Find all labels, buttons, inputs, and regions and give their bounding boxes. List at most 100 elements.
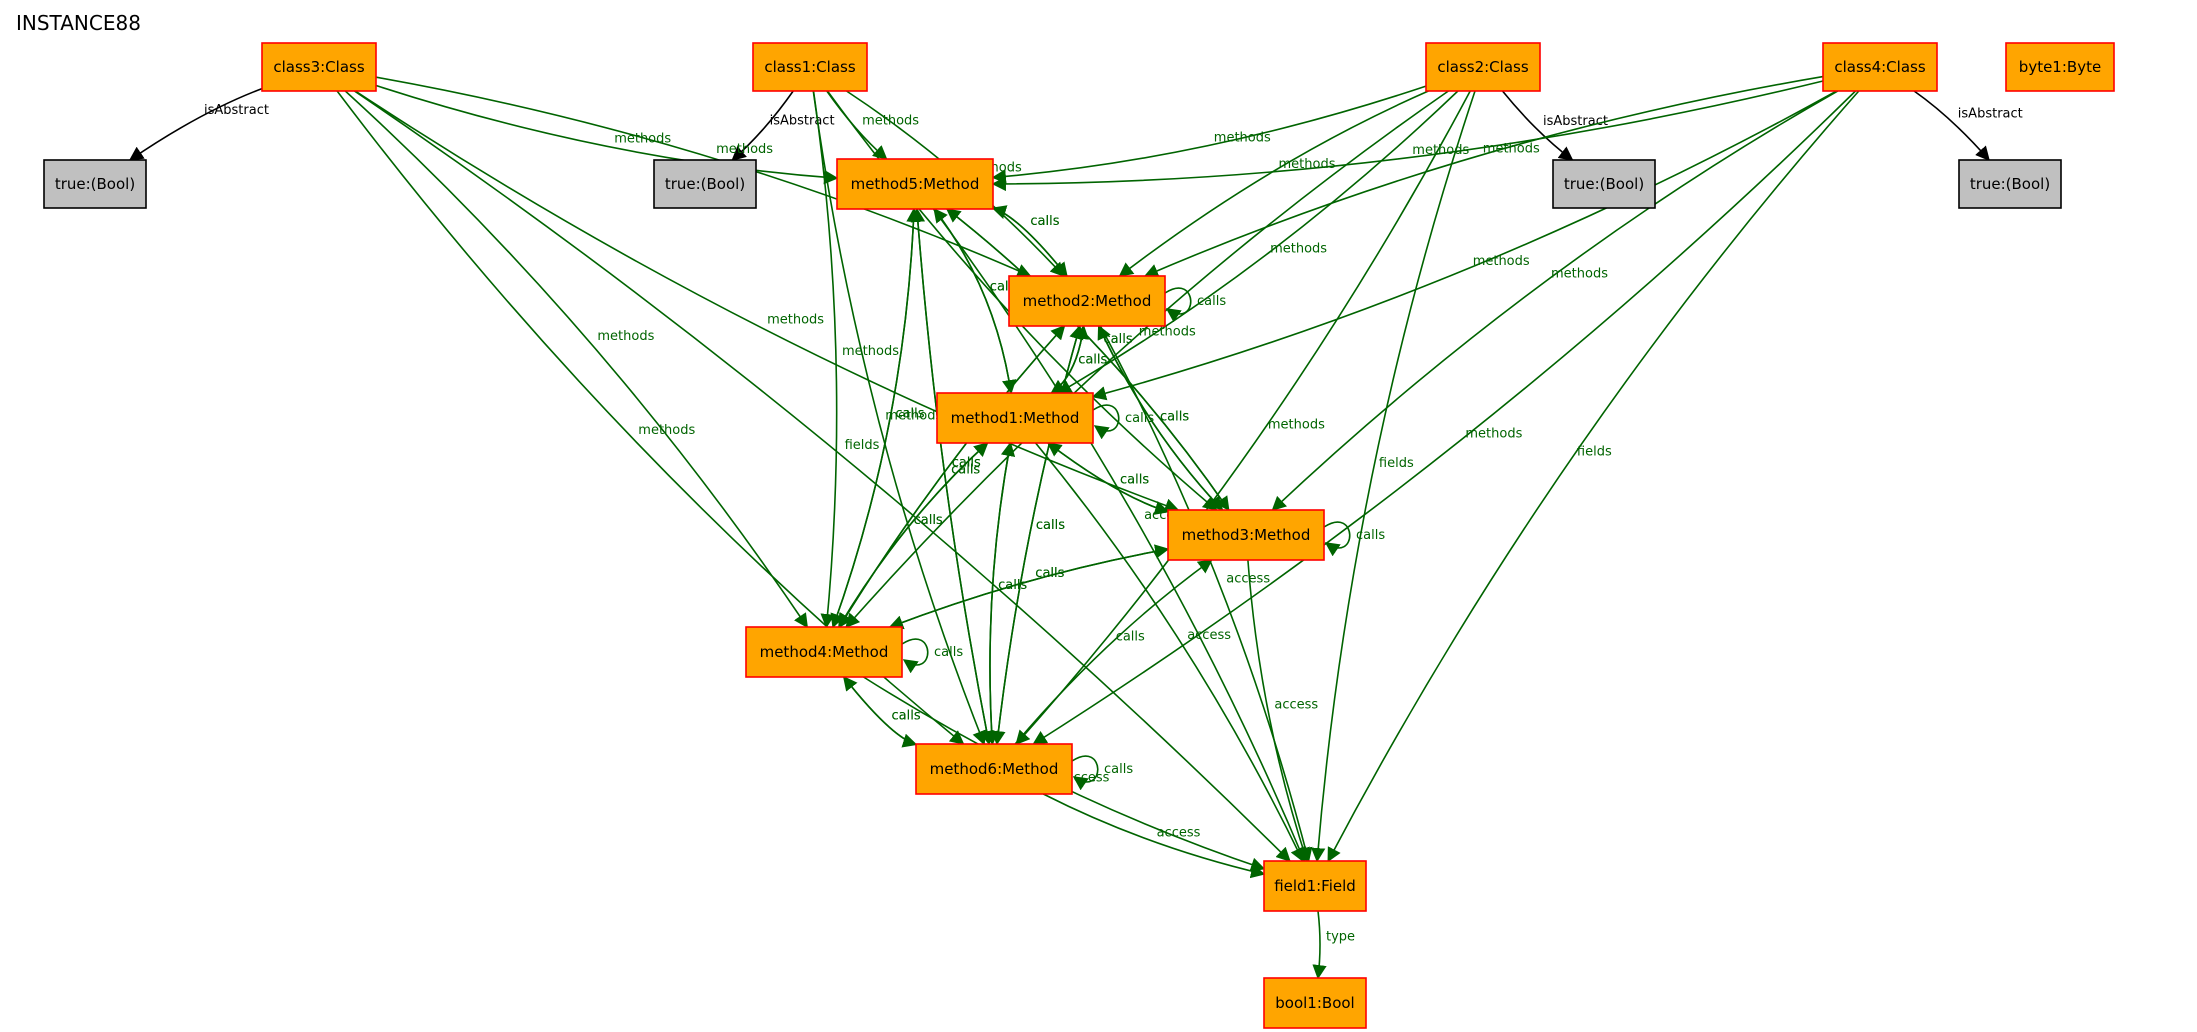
edge-line [375, 76, 1032, 278]
edge-label: calls [914, 513, 943, 528]
edge-label: isAbstract [1958, 107, 2023, 122]
node-class4[interactable]: class4:Class [1822, 42, 1938, 92]
edge-label: methods [767, 313, 824, 328]
node-label: method5:Method [851, 175, 980, 193]
edge-line [353, 90, 1291, 863]
nodes-layer: class3:Class class1:Class class2:Class clas… [43, 42, 2115, 1029]
edge-label: methods [1214, 131, 1271, 146]
edge-class4-method2-22: methods [1143, 75, 1824, 278]
edge-label: calls [1104, 762, 1133, 777]
edge-line [889, 544, 1170, 628]
node-class2[interactable]: class2:Class [1425, 42, 1541, 92]
edge-line [1099, 325, 1313, 863]
edge-method3-method2-42: calls [1097, 324, 1223, 511]
node-field1[interactable]: field1:Field [1263, 860, 1367, 912]
edge-label: methods [597, 329, 654, 344]
node-true4[interactable]: true:(Bool) [1958, 159, 2062, 209]
edge-label: calls [1197, 294, 1226, 309]
edge-label: methods [1551, 267, 1608, 282]
edge-line [1057, 90, 1459, 394]
edge-label: calls [1125, 411, 1154, 426]
edge-label: methods [614, 132, 671, 147]
node-box [1263, 860, 1367, 912]
node-method3[interactable]: method3:Method [1167, 509, 1325, 561]
edge-label: calls [914, 513, 943, 528]
edge-label: methods [885, 408, 942, 423]
edge-class3-method4-7: methods [344, 90, 809, 629]
node-label: field1:Field [1274, 877, 1356, 895]
node-true3[interactable]: true:(Bool) [43, 159, 147, 209]
node-label: true:(Bool) [55, 175, 135, 193]
edge-class1-method5-10: methods [826, 90, 919, 160]
node-method2[interactable]: method2:Method [1008, 275, 1166, 327]
edge-method1-field1-55: access [1034, 442, 1304, 863]
edge-class2-field1-20: fields [1310, 90, 1476, 863]
node-true2[interactable]: true:(Bool) [1552, 159, 1656, 209]
node-bool1[interactable]: bool1:Bool [1263, 977, 1367, 1029]
edge-label: calls [1160, 409, 1189, 424]
edge-line [1143, 75, 1824, 278]
node-byte1[interactable]: byte1:Byte [2005, 42, 2115, 92]
edge-class4-field1-26: fields [1327, 90, 1860, 863]
edge-method4-method5-34: calls [832, 207, 925, 628]
node-label: true:(Bool) [1970, 175, 2050, 193]
edge-line [1312, 910, 1327, 980]
edge-label: calls [1030, 214, 1059, 229]
node-class1[interactable]: class1:Class [752, 42, 868, 92]
edge-label: calls [1160, 409, 1189, 424]
edge-label: methods [1483, 141, 1540, 156]
edge-class3-method3-6: methods [354, 90, 1180, 513]
edge-label: methods [638, 423, 695, 438]
node-box [1425, 42, 1541, 92]
edge-line [1247, 559, 1310, 863]
edge-label: calls [1104, 332, 1133, 347]
edge-line [989, 441, 1016, 745]
edge-line [838, 442, 989, 628]
edge-method4-method4-61: calls [901, 638, 963, 674]
edge-line [1323, 521, 1351, 557]
edge-label: access [1274, 698, 1318, 713]
edge-label: calls [1036, 518, 1065, 533]
edge-label: calls [895, 407, 924, 422]
edge-label: calls [1120, 472, 1149, 487]
edge-class3-method5-4: methods [375, 84, 839, 185]
edge-label: calls [1035, 566, 1064, 581]
edge-label: methods [842, 344, 899, 359]
edge-class3-field1-9: fields [353, 90, 1291, 863]
edge-label: methods [1473, 254, 1530, 269]
edge-line [812, 90, 987, 746]
edge-line [945, 208, 1230, 511]
node-box [1167, 509, 1325, 561]
edge-line [1071, 755, 1099, 791]
edge-line [128, 87, 263, 161]
edge-label: calls [1036, 518, 1065, 533]
node-true1[interactable]: true:(Bool) [653, 159, 757, 209]
edge-line [991, 80, 1824, 192]
edge-line [1092, 404, 1120, 440]
edge-method6-method1-54: calls [989, 441, 1027, 745]
edge-label: access [1226, 572, 1270, 587]
edge-label: fields [845, 438, 880, 453]
node-class3[interactable]: class3:Class [261, 42, 377, 92]
edge-label: methods [1270, 241, 1327, 256]
edge-label: type [1326, 930, 1355, 945]
edge-line [1310, 90, 1476, 863]
node-box [1263, 977, 1367, 1029]
edge-class2-method5-15: methods [991, 85, 1427, 184]
node-label: class1:Class [764, 58, 855, 76]
node-label: class2:Class [1437, 58, 1528, 76]
node-box [2005, 42, 2115, 92]
edge-label: calls [1078, 353, 1107, 368]
edge-label: calls [1078, 353, 1107, 368]
edge-line [731, 90, 794, 161]
node-method6[interactable]: method6:Method [915, 743, 1073, 795]
edge-method6-method2-46: calls [996, 324, 1084, 745]
edge-label: fields [1379, 456, 1414, 471]
edge-line [1042, 793, 1266, 879]
node-label: class4:Class [1834, 58, 1925, 76]
edge-method1-method2-40: calls [1050, 324, 1108, 394]
node-method1[interactable]: method1:Method [936, 392, 1094, 444]
node-method4[interactable]: method4:Method [745, 626, 903, 678]
edge-method3-method1-50: calls [1046, 442, 1169, 513]
node-method5[interactable]: method5:Method [836, 158, 994, 210]
